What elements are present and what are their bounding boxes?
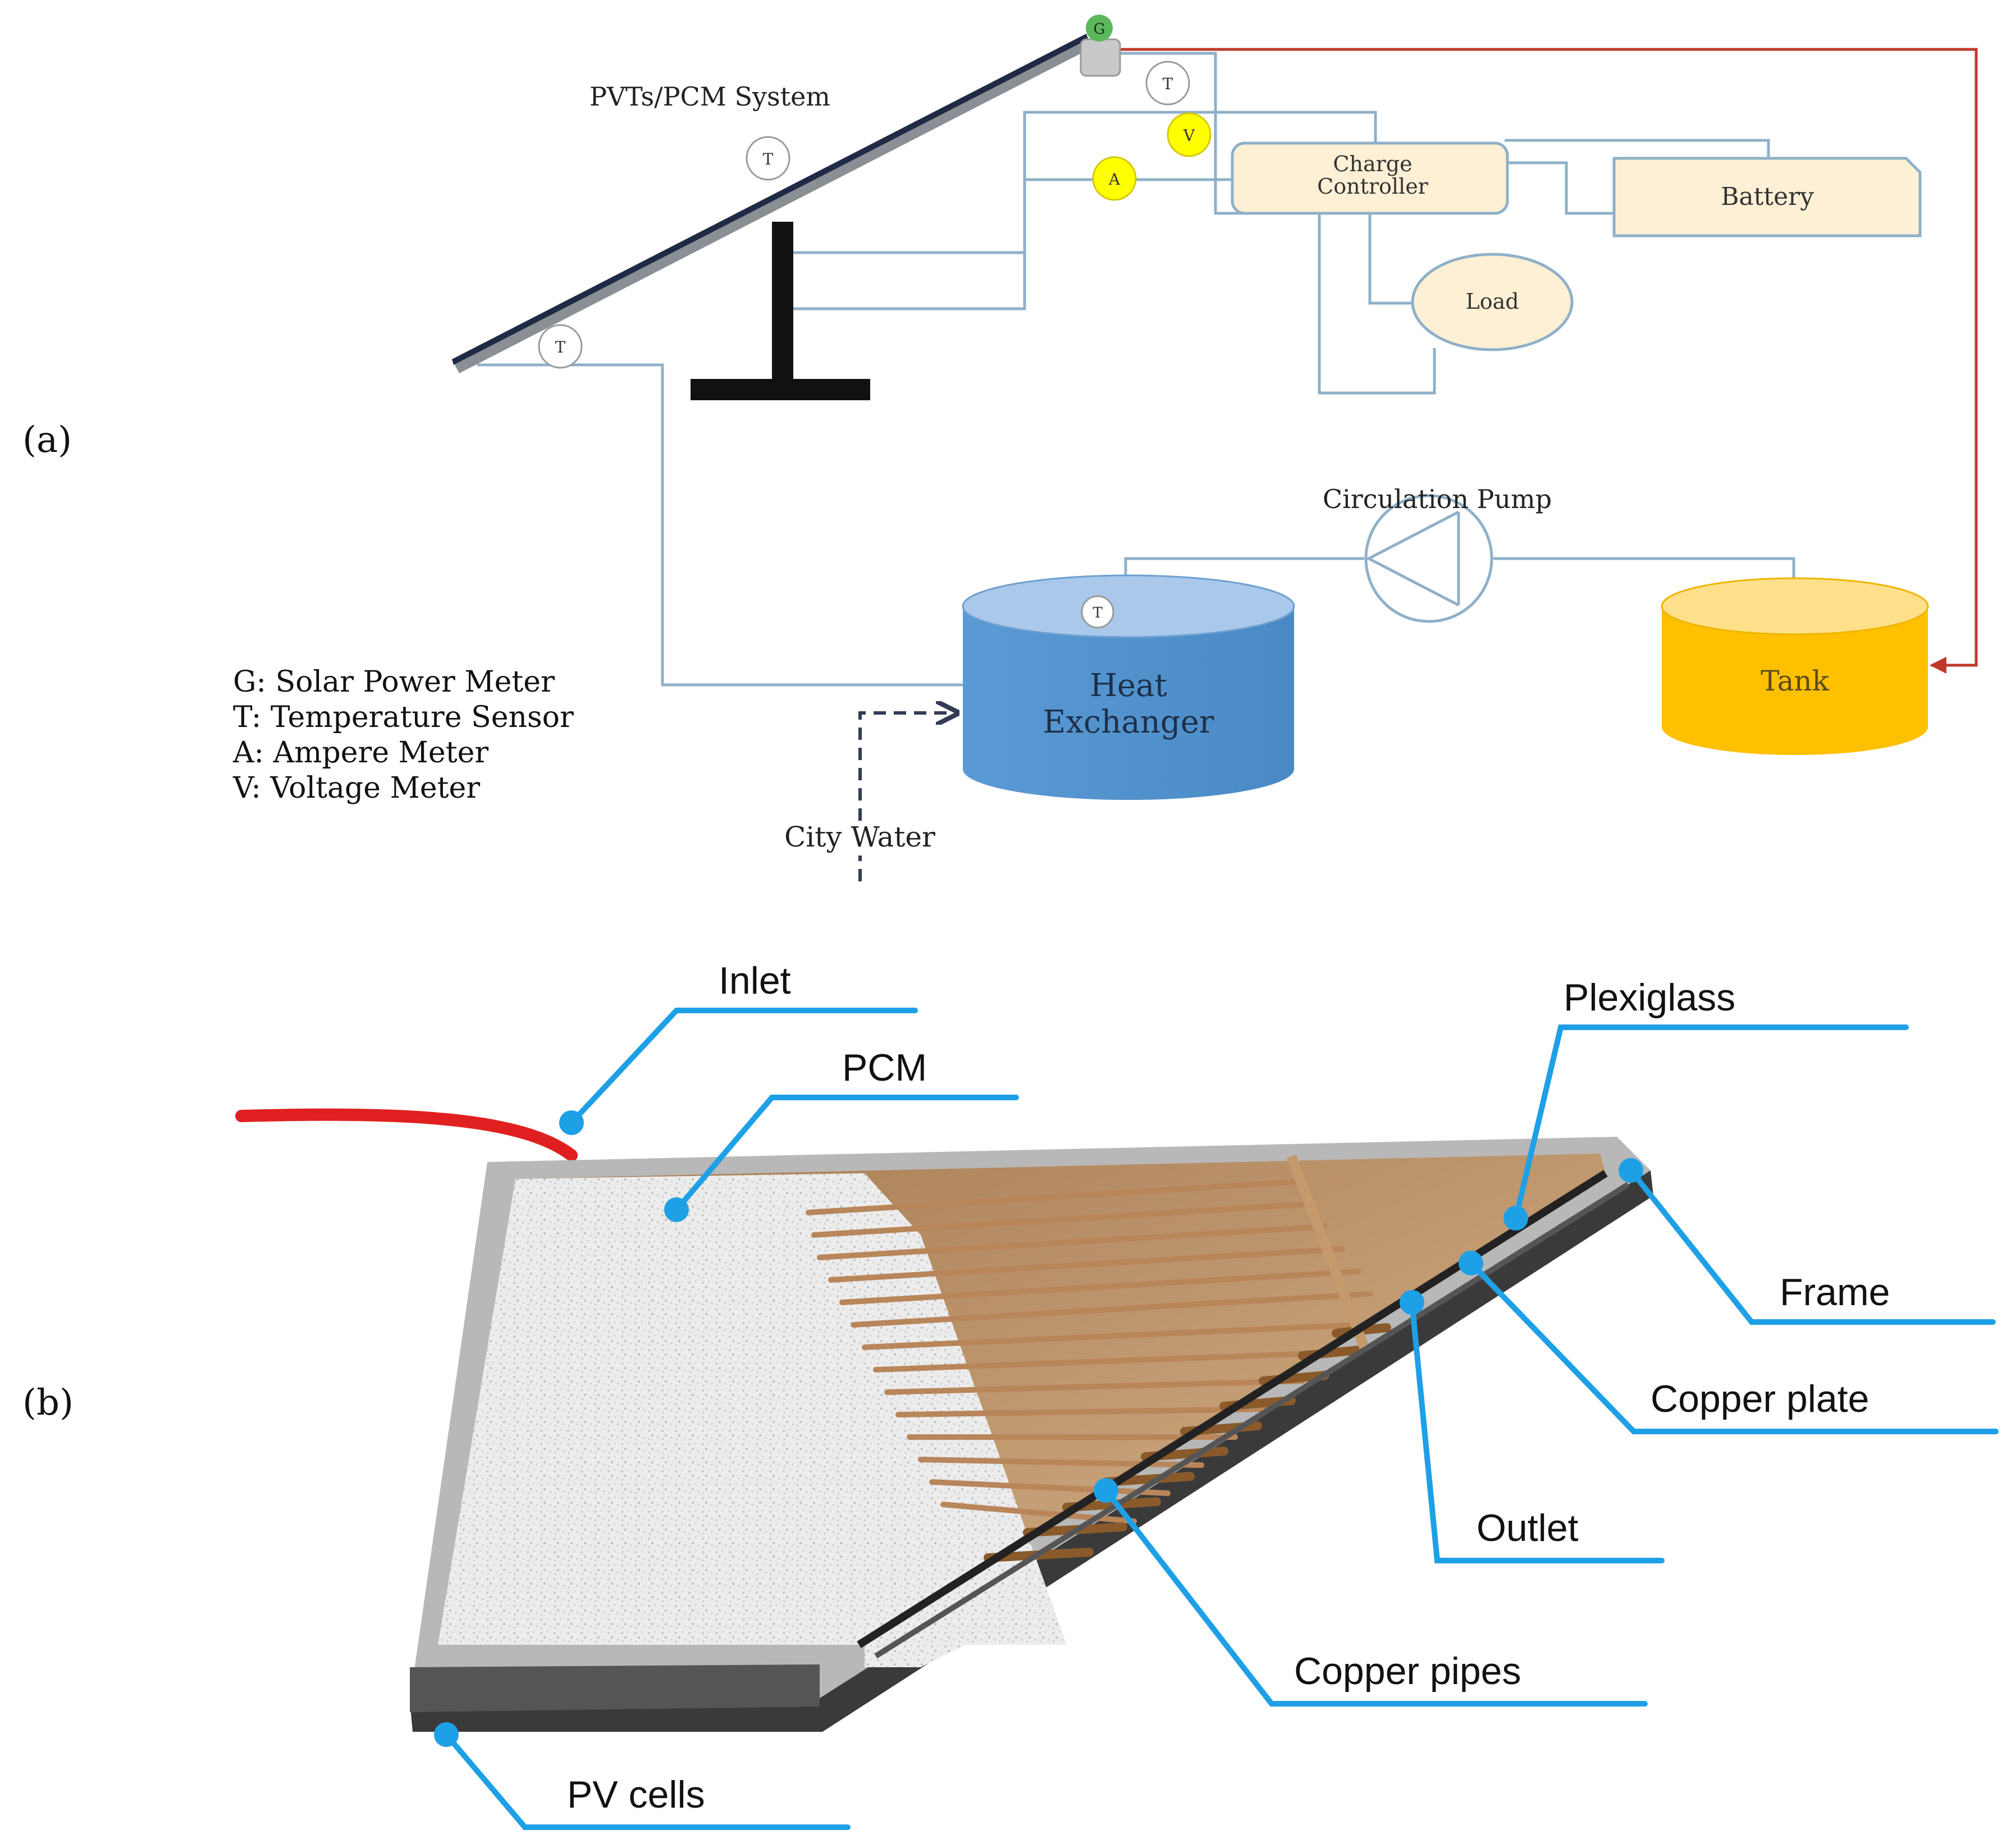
legend-item-a: A: Ampere Meter <box>232 736 488 770</box>
circulation-pump-label: Circulation Pump <box>1323 484 1552 514</box>
pcm-label: PCM <box>842 1046 927 1089</box>
pcm-region <box>438 1173 1067 1645</box>
hot-water-line <box>1092 48 1978 674</box>
legend-item-t: T: Temperature Sensor <box>233 701 574 734</box>
copper-fins <box>806 1179 1373 1524</box>
copper-plate-dot <box>1459 1251 1483 1275</box>
load-label: Load <box>1465 289 1519 314</box>
heat-exchanger-line2: Exchanger <box>1043 704 1214 740</box>
pv-cells-label: PV cells <box>567 1773 705 1816</box>
pvt-panel <box>452 34 1121 400</box>
plexiglass-label: Plexiglass <box>1564 976 1735 1019</box>
callout-lines <box>444 1008 1999 1830</box>
copper-plate-label: Copper plate <box>1651 1378 1869 1420</box>
inlet-dot <box>559 1110 584 1135</box>
temperature-sensor-panel: T <box>746 136 790 181</box>
frame-dot <box>1619 1158 1643 1183</box>
inlet-label: Inlet <box>719 959 791 1002</box>
t-sensor-letter: T <box>1093 605 1103 621</box>
legend-item-g: G: Solar Power Meter <box>233 665 555 699</box>
v-sensor-letter: V <box>1183 126 1195 145</box>
city-water-line: City Water <box>778 713 957 881</box>
charge-controller-line1: Charge <box>1333 152 1412 176</box>
system-title: PVTs/PCM System <box>589 81 830 112</box>
pvt-collector <box>410 1137 1653 1732</box>
heat-exchanger-line1: Heat <box>1090 667 1167 704</box>
callout-labels: Inlet PCM Plexiglass Frame Copper plate … <box>567 959 1890 1816</box>
t-sensor-letter: T <box>1163 75 1173 93</box>
copper-pipes-dot <box>1094 1478 1118 1503</box>
tank: Tank <box>1661 577 1929 755</box>
heat-exchanger: T Heat Exchanger <box>962 574 1295 800</box>
outlet-label: Outlet <box>1477 1507 1579 1549</box>
g-sensor-letter: G <box>1094 21 1105 38</box>
solar-power-meter: G <box>1086 15 1113 42</box>
legend-item-v: V: Voltage Meter <box>232 771 480 805</box>
header-pipe <box>1286 1154 1369 1350</box>
ampere-meter: A <box>1092 156 1137 201</box>
load: Load <box>1411 253 1574 351</box>
copper-pipes-label: Copper pipes <box>1294 1650 1521 1693</box>
t-sensor-letter: T <box>763 150 774 168</box>
city-water-label: City Water <box>784 821 935 853</box>
panel-a-label: (a) <box>22 419 72 461</box>
callout-dots <box>434 1110 1643 1747</box>
inlet-pipe <box>235 1108 578 1161</box>
frame-label: Frame <box>1780 1271 1890 1314</box>
tank-label: Tank <box>1761 665 1829 697</box>
a-sensor-letter: A <box>1108 170 1121 189</box>
temperature-sensor-outlet: T <box>538 324 583 369</box>
charge-controller: Charge Controller <box>1231 141 1509 215</box>
panel-b-label: (b) <box>22 1382 74 1424</box>
plexiglass-dot <box>1503 1206 1528 1231</box>
circulation-pump: Circulation Pump <box>1323 484 1552 623</box>
panel-a: (a) PVTs/PCM System <box>22 15 1978 881</box>
legend: G: Solar Power Meter T: Temperature Sens… <box>232 665 574 805</box>
panel-b: (b) <box>22 959 1999 1830</box>
temperature-sensor-wire: T <box>1145 61 1190 106</box>
battery: Battery <box>1612 157 1922 237</box>
outlet-dot <box>1400 1290 1424 1315</box>
pv-cells-dot <box>434 1722 459 1747</box>
battery-label: Battery <box>1721 182 1814 211</box>
t-sensor-letter: T <box>555 338 566 356</box>
voltage-meter: V <box>1167 112 1212 157</box>
pcm-dot <box>664 1197 689 1222</box>
charge-controller-line2: Controller <box>1317 174 1429 199</box>
